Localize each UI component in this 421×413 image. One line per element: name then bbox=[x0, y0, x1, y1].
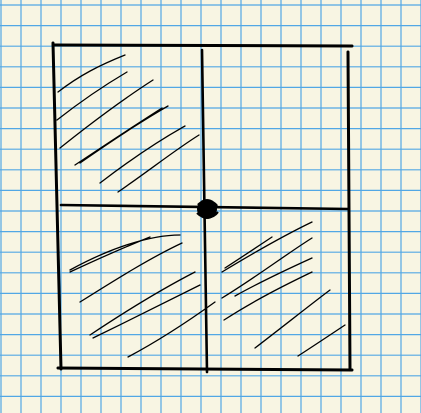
outline-top-edge bbox=[51, 43, 354, 48]
center-dot bbox=[196, 199, 219, 219]
outline-bottom-edge bbox=[56, 366, 354, 372]
outline-left-edge bbox=[51, 41, 63, 371]
shading-top-left bbox=[56, 54, 200, 193]
shading-bottom-right bbox=[221, 221, 346, 357]
square-outline bbox=[51, 41, 354, 372]
outline-right-edge bbox=[346, 50, 352, 372]
shading-bottom-left bbox=[69, 234, 216, 358]
